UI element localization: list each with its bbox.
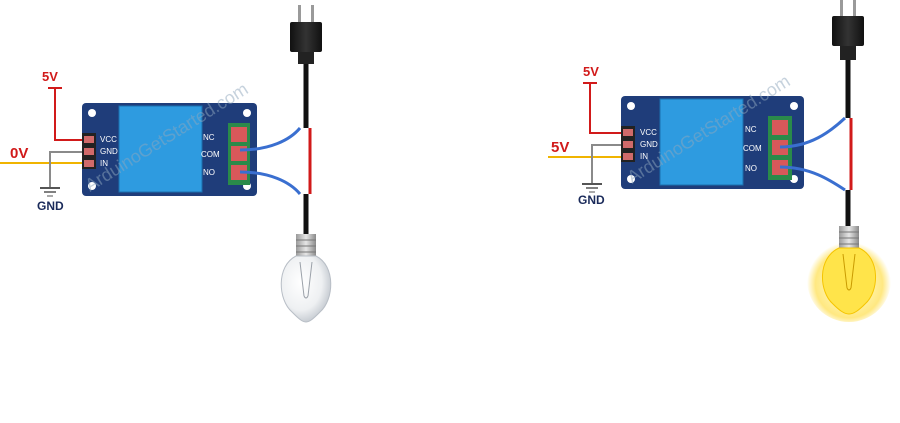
right-com-wire (779, 116, 847, 149)
right-term-label-nc: NC (745, 125, 757, 134)
left-relay-module: VCC GND IN NC COM NO (82, 103, 257, 196)
right-signal-label: 5V (551, 139, 569, 156)
left-pin-in (84, 160, 94, 167)
right-term-label-no: NO (745, 164, 757, 173)
right-term-label-com: COM (743, 144, 762, 153)
left-pin-vcc (84, 136, 94, 143)
left-supply-label: 5V (42, 69, 58, 84)
left-circuit: 5V 0V GND VCC GND IN (0, 5, 332, 323)
left-gnd-wire (49, 151, 88, 188)
right-pin-in (623, 153, 633, 160)
left-pin-label-vcc: VCC (100, 135, 117, 144)
right-ground-label: GND (578, 193, 605, 207)
right-vcc-wire (589, 83, 625, 134)
left-term-label-nc: NC (203, 133, 215, 142)
right-circuit: 5V 5V GND VCC GND IN (548, 0, 891, 322)
right-bulb-on (807, 226, 891, 322)
left-plug (290, 5, 322, 64)
left-no-wire (239, 170, 302, 195)
left-pin-label-in: IN (100, 159, 108, 168)
left-vcc-wire (54, 88, 88, 141)
left-pin-gnd (84, 148, 94, 155)
right-no-wire (779, 165, 846, 192)
right-pin-vcc (623, 129, 633, 136)
left-signal-label: 0V (10, 145, 28, 162)
left-pin-label-gnd: GND (100, 147, 118, 156)
left-term-label-no: NO (203, 168, 215, 177)
right-pin-label-in: IN (640, 152, 648, 161)
left-ground-label: GND (37, 199, 64, 213)
right-pin-label-vcc: VCC (640, 128, 657, 137)
left-term-label-com: COM (201, 150, 220, 159)
right-relay-module: VCC GND IN NC COM NO (621, 96, 804, 189)
left-com-wire (239, 127, 302, 152)
left-relay-cube (118, 105, 203, 193)
right-supply-label: 5V (583, 64, 599, 79)
right-plug (832, 0, 864, 60)
right-relay-cube (659, 98, 744, 186)
left-bulb-off (280, 234, 332, 323)
right-pin-gnd (623, 141, 633, 148)
right-gnd-wire (591, 144, 625, 184)
right-pin-label-gnd: GND (640, 140, 658, 149)
